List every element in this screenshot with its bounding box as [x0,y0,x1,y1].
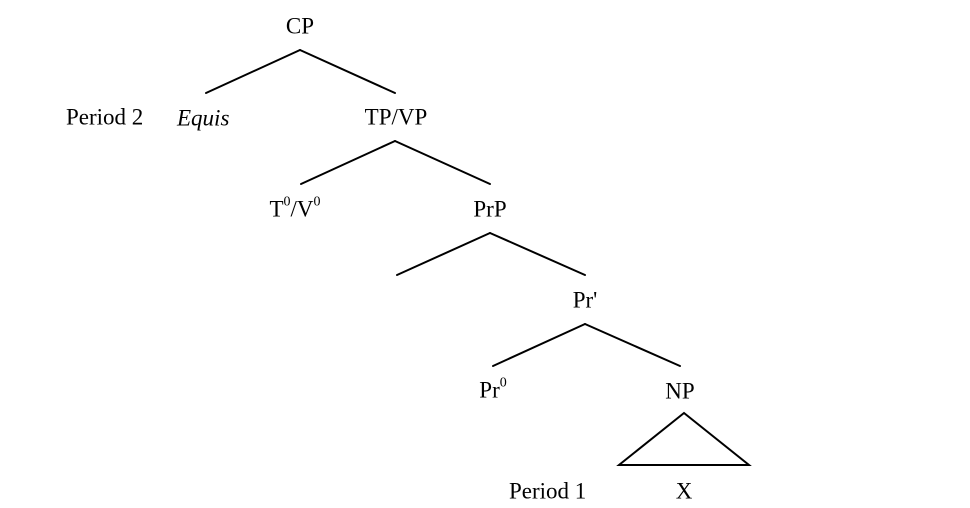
node-v-superscript: 0 [313,194,321,210]
node-pr-bar: Pr' [573,289,598,312]
node-t-superscript: 0 [283,194,291,210]
np-triangle [616,411,752,466]
node-np: NP [665,380,694,403]
node-t-text: T [269,196,284,222]
branch-prbar-left [492,323,586,367]
label-period-2: Period 2 [66,106,143,129]
node-pr0: Pr0 [479,375,507,403]
node-pr-bar-text: Pr' [572,287,598,313]
node-v-text: V [296,196,314,222]
branch-tpvp-right [394,140,491,185]
label-period-1: Period 1 [509,480,586,503]
node-x-text: X [675,478,693,504]
branch-prp-left [396,232,491,276]
label-period-1-text: Period 1 [509,478,587,504]
node-cp: CP [286,15,314,38]
node-equis-text: Equis [177,105,230,131]
branch-prp-right [489,232,586,276]
node-prp: PrP [473,198,506,221]
branch-tpvp-left [300,140,396,185]
node-equis: Equis [177,107,229,130]
node-cp-text: CP [285,13,315,39]
branch-cp-right [299,49,396,94]
node-x: X [676,480,693,503]
node-prp-text: PrP [473,196,507,222]
node-pr0-text: Pr [479,377,500,403]
label-period-2-text: Period 2 [66,104,144,130]
branch-cp-left [205,49,301,94]
branch-prbar-right [584,323,681,367]
node-tpvp-text: TP/VP [364,104,428,130]
node-pr0-superscript: 0 [499,375,507,391]
node-np-text: NP [665,378,695,404]
node-tpvp: TP/VP [365,106,428,129]
node-t0-v0: T0/V0 [269,194,321,222]
node-t-v-slash: / [290,196,297,222]
